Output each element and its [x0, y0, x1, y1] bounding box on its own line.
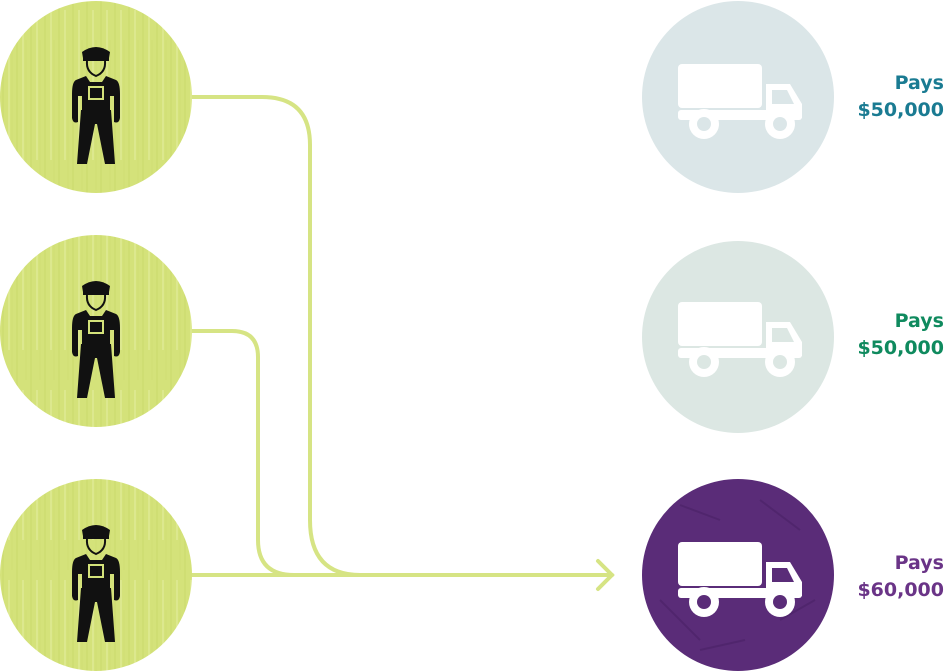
employer-pay-label-3: Pays $60,000 [790, 550, 944, 604]
employer-column [642, 1, 834, 671]
employer-node-2 [642, 241, 834, 433]
pays-text: Pays [894, 72, 944, 94]
employer-node-1 [642, 1, 834, 193]
employer-pay-label-2: Pays $50,000 [790, 308, 944, 362]
employer-node-3 [642, 479, 834, 671]
connector-lines [188, 95, 615, 591]
pay-amount: $60,000 [857, 579, 944, 601]
worker-node-2 [0, 235, 192, 427]
arrow-head-icon [596, 559, 615, 591]
employer-pay-label-1: Pays $50,000 [790, 70, 944, 124]
pays-text: Pays [894, 310, 944, 332]
pay-amount: $50,000 [857, 99, 944, 121]
connector-worker-2 [188, 329, 296, 577]
worker-column [0, 1, 192, 671]
worker-node-3 [0, 479, 192, 671]
employer-texture [659, 499, 816, 651]
pay-amount: $50,000 [857, 337, 944, 359]
pays-text: Pays [894, 552, 944, 574]
connector-worker-1 [188, 95, 362, 577]
worker-node-1 [0, 1, 192, 193]
